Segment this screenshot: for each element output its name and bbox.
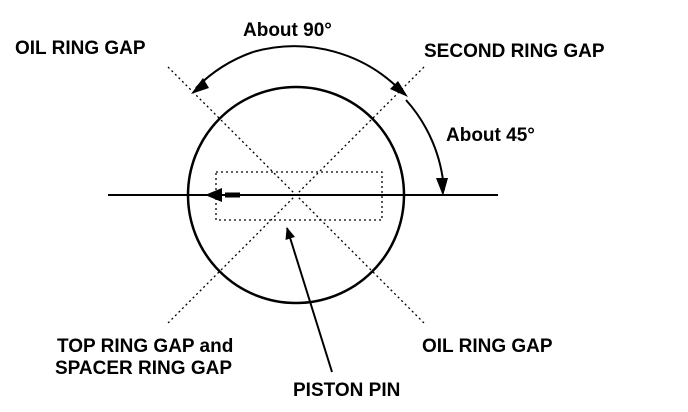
angle-90-arc-left (195, 51, 254, 89)
piston-outline-circle (186, 85, 406, 305)
diagonal-gap-line-ne-sw (167, 66, 425, 324)
piston-pin-outline (215, 171, 383, 221)
oil-ring-gap-top-label: OIL RING GAP (15, 38, 146, 59)
top-ring-gap-label-line2: SPACER RING GAP (55, 358, 233, 379)
angle-45-arc (405, 99, 445, 191)
about-45-label: About 45° (446, 125, 535, 146)
piston-pin-label: PISTON PIN (293, 380, 401, 401)
angle-45-arrowhead (436, 178, 448, 196)
top-ring-gap-label-line1: TOP RING GAP and (57, 336, 234, 357)
angle-90-arrowhead-left (191, 78, 209, 94)
second-ring-gap-label: SECOND RING GAP (424, 41, 605, 62)
angle-90-arrowhead-right (390, 81, 408, 97)
about-90-label: About 90° (243, 20, 332, 41)
front-arrow-head (205, 188, 222, 202)
piston-pin-leader-line (285, 227, 333, 373)
angle-90-arc (252, 45, 405, 95)
oil-ring-gap-bottom-label: OIL RING GAP (422, 336, 553, 357)
